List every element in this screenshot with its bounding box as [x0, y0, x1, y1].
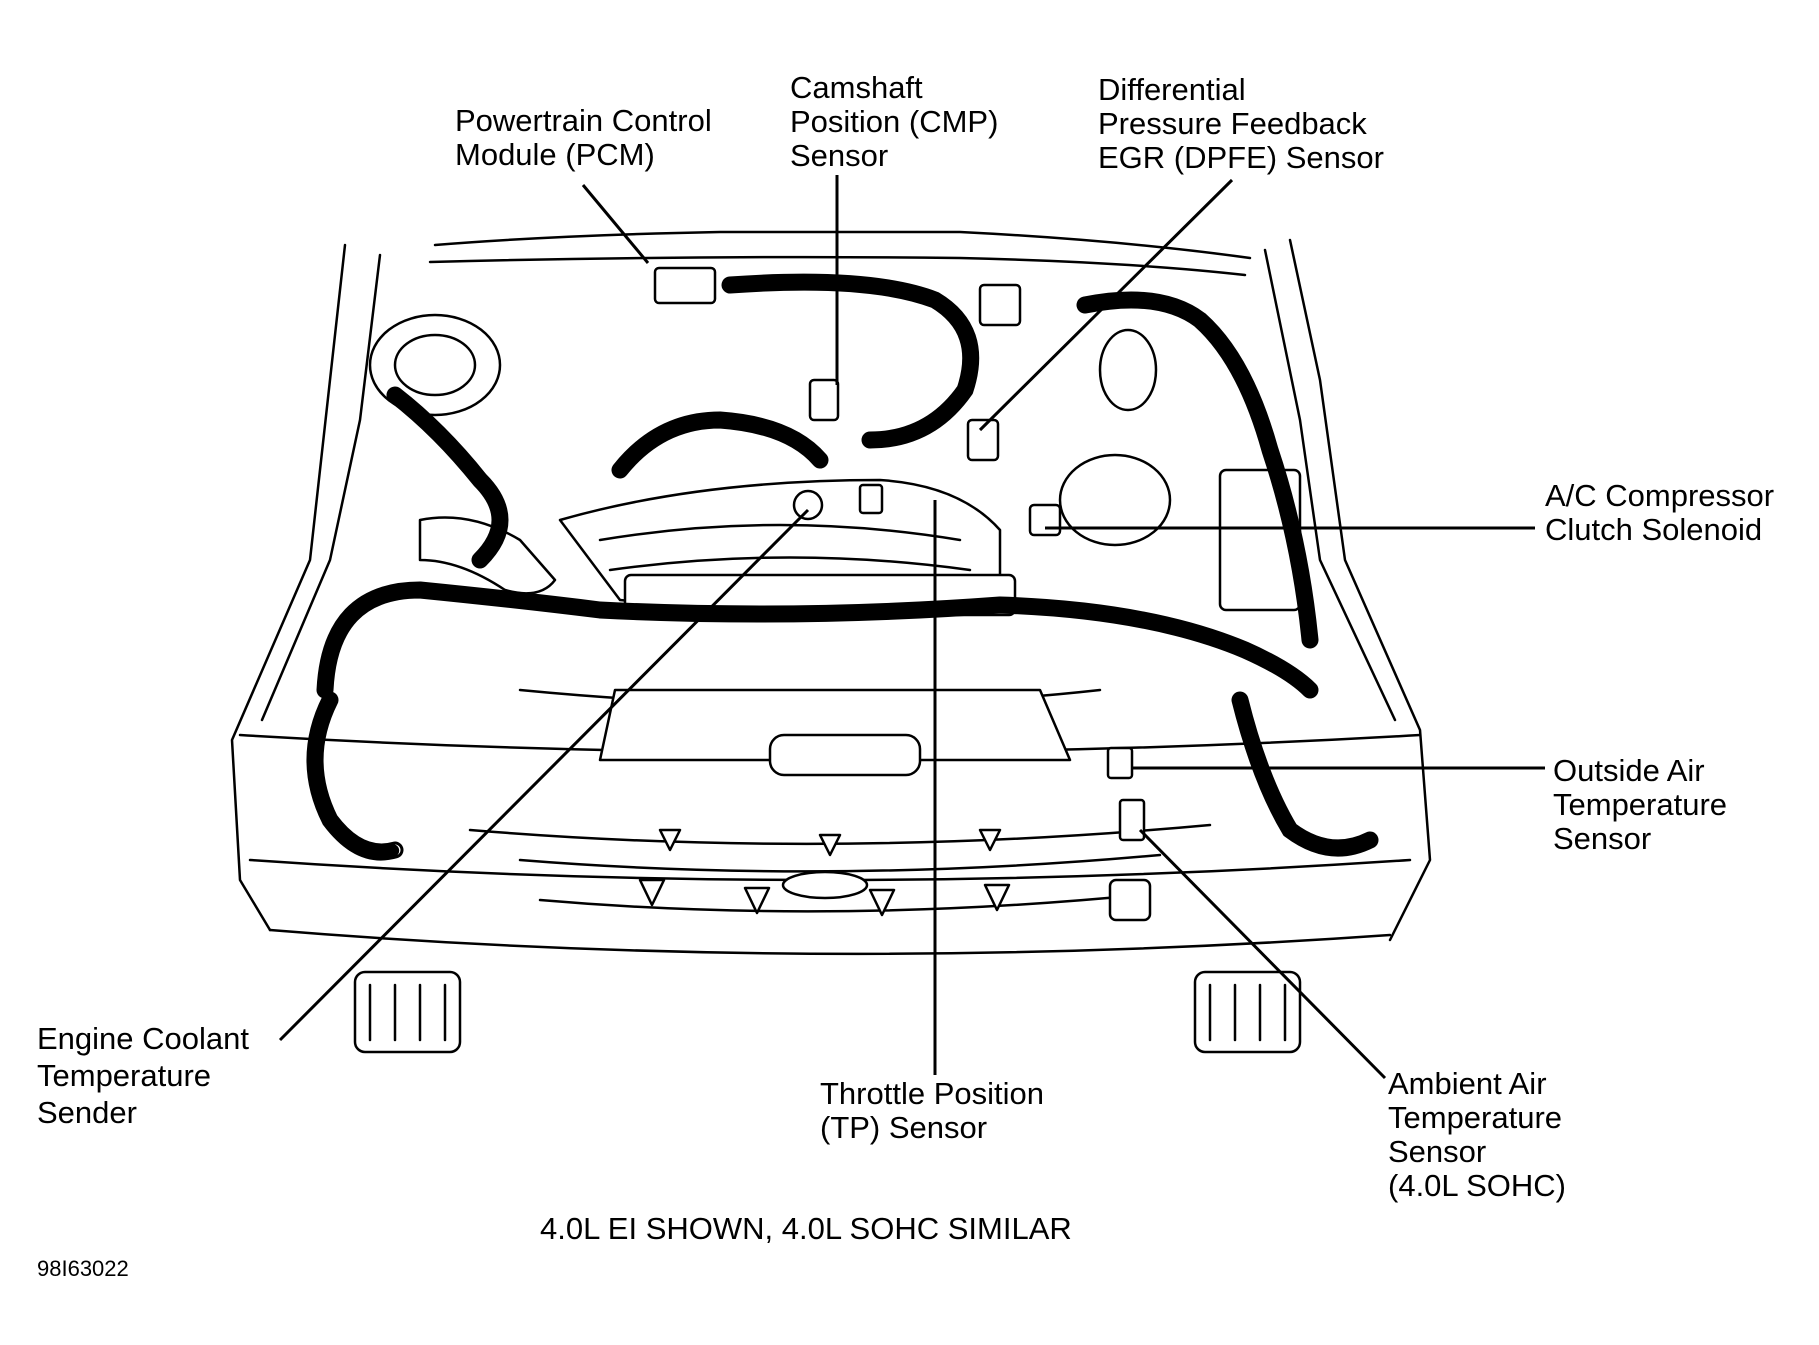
brake-booster — [368, 313, 502, 417]
cmp-label: Camshaft Position (CMP) Sensor — [790, 71, 998, 173]
tp-label: Throttle Position (TP) Sensor — [820, 1077, 1044, 1145]
engine-illustration — [230, 230, 1432, 1054]
reservoir — [1098, 328, 1158, 412]
pcm-label-line-2: Module (PCM) — [455, 137, 655, 172]
tp-label-line-2: (TP) Sensor — [820, 1110, 988, 1145]
outside-air-sensor-body — [1106, 746, 1134, 780]
ect-label: Engine Coolant Temperature Sender — [37, 1020, 249, 1131]
cmp-label-line-2: Position (CMP) — [790, 104, 999, 139]
dpfe-label-line-1: Differential — [1098, 72, 1246, 107]
wiring-harness — [306, 273, 1379, 861]
aat-label-line-2: Temperature — [1388, 1100, 1563, 1135]
coolant-tank — [1058, 453, 1172, 547]
ac-clutch-connector — [1028, 503, 1062, 537]
ect-sender-body — [792, 489, 824, 521]
ac-label-line-1: A/C Compressor — [1545, 478, 1775, 513]
oat-label-line-1: Outside Air — [1553, 753, 1705, 788]
dpfe-label: Differential Pressure Feedback EGR (DPFE… — [1098, 73, 1384, 175]
oat-label-line-3: Sensor — [1553, 821, 1652, 856]
left-headlamp — [353, 970, 462, 1054]
figure-id: 98I63022 — [37, 1256, 129, 1281]
ect-leader — [278, 508, 810, 1042]
tp-label-line-1: Throttle Position — [820, 1076, 1044, 1111]
right-headlamp — [1193, 970, 1302, 1054]
dpfe-leader — [978, 178, 1234, 432]
aat-leader — [1138, 828, 1387, 1080]
hood-latch — [768, 733, 922, 777]
dpfe-sensor-body — [966, 418, 1000, 462]
pcm-leader — [581, 184, 650, 264]
ect-label-line-2: Temperature — [37, 1058, 212, 1093]
radiator-top — [598, 688, 1072, 762]
left-fender — [230, 243, 347, 932]
aat-label-line-3: Sensor — [1388, 1134, 1487, 1169]
grille-slots — [518, 828, 1162, 917]
dpfe-label-line-3: EGR (DPFE) Sensor — [1098, 140, 1384, 175]
tp-sensor-body — [858, 483, 884, 515]
cmp-sensor-body — [808, 378, 840, 422]
ect-label-line-1: Engine Coolant — [37, 1021, 249, 1056]
firewall — [433, 230, 1252, 260]
pcm-connector — [653, 266, 717, 305]
oat-label-line-2: Temperature — [1553, 787, 1728, 822]
aat-label-line-4: (4.0L SOHC) — [1388, 1168, 1567, 1203]
ambient-air-sensor-body — [1118, 798, 1146, 842]
pcm-label-line-1: Powertrain Control — [455, 103, 712, 138]
cmp-label-line-1: Camshaft — [790, 70, 923, 105]
dpfe-label-line-2: Pressure Feedback — [1098, 106, 1367, 141]
diagram-caption: 4.0L EI SHOWN, 4.0L SOHC SIMILAR — [540, 1211, 1072, 1246]
oat-label: Outside Air Temperature Sensor — [1553, 754, 1727, 856]
aat-label-line-1: Ambient Air — [1388, 1066, 1547, 1101]
ect-label-line-3: Sender — [37, 1095, 137, 1130]
right-fender — [1288, 238, 1432, 942]
aat-label: Ambient Air Temperature Sensor (4.0L SOH… — [1388, 1067, 1566, 1203]
cmp-label-line-3: Sensor — [790, 138, 889, 173]
ac-label-line-2: Clutch Solenoid — [1545, 512, 1763, 547]
ac-label: A/C Compressor Clutch Solenoid — [1545, 479, 1774, 547]
pcm-label: Powertrain Control Module (PCM) — [455, 104, 712, 172]
emblem — [781, 870, 869, 900]
leader-lines — [278, 175, 1545, 1080]
